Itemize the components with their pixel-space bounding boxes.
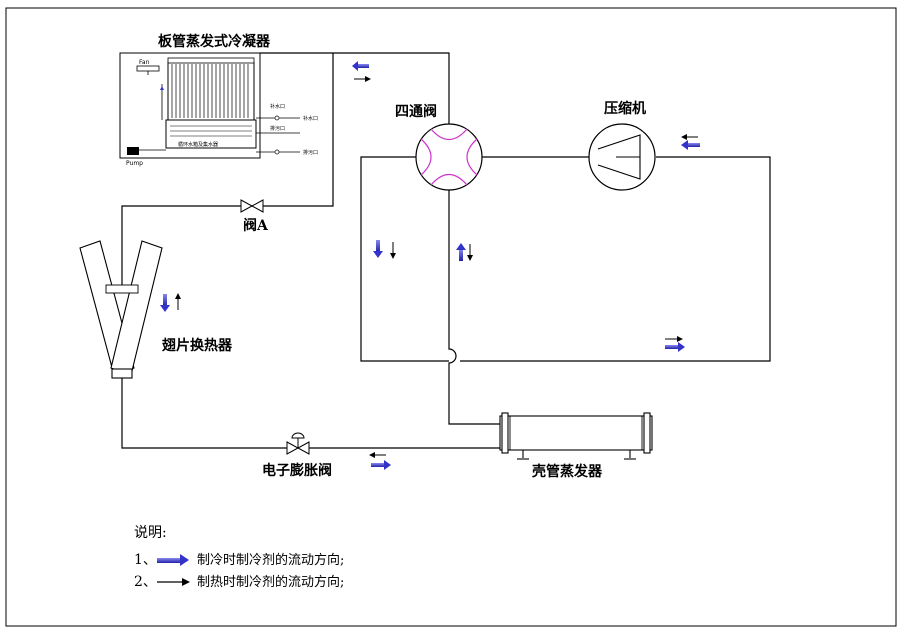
outer-frame [5,7,897,627]
heating-arrow-left [369,452,386,458]
shell-tube-label: 壳管蒸发器 [531,463,603,480]
legend-cooling-arrow-icon [157,554,189,566]
heating-arrow-down [390,242,396,259]
cooling-arrow-left [681,140,700,150]
electronic-expansion-valve [286,432,310,455]
legend-item-2-num: 2、 [134,574,157,590]
flow-arrows [160,61,700,470]
fan-label: Fan [139,59,150,66]
cooling-arrow-up [456,243,466,261]
cooling-arrow-left [352,61,369,71]
condenser-label: 板管蒸发式冷凝器 [158,33,271,50]
fin-exchanger-label: 翅片换热器 [161,337,233,354]
fan-icon [136,65,160,72]
four-way-valve [415,123,483,191]
cooling-arrow-right [665,342,685,352]
valve-a [240,199,264,213]
expansion-valve-label: 电子膨胀阀 [262,462,332,479]
condenser-small-label-4: 排污口 [303,149,318,156]
tank-label: 循环水箱及集水器 [178,141,218,148]
heating-arrow-right [354,76,371,82]
condenser-small-label-1: 补水口 [270,103,285,110]
fin-heat-exchanger [79,240,163,379]
four-way-valve-label: 四通阀 [395,103,437,120]
piping [121,52,771,449]
condenser-small-label-2: 补水口 [303,115,318,122]
cooling-arrow-right [371,460,391,470]
heating-arrow-left [681,134,698,140]
legend-heating-arrow-icon [157,578,190,586]
legend-title: 说明: [134,525,167,541]
pump-icon [127,147,139,155]
compressor [588,123,656,191]
legend: 说明: 1、 制冷时制冷剂的流动方向; 2、 制热时制冷剂的流动方向; [134,525,344,590]
heating-arrow-up [175,293,181,310]
heating-arrow-down [467,244,473,261]
cooling-arrow-down [373,240,383,258]
shell-tube-evaporator [499,412,653,460]
pump-label: Pump [126,160,143,167]
condenser-small-label-3: 排污口 [270,125,285,132]
legend-item-2-text: 制热时制冷剂的流动方向; [197,574,344,590]
valve-a-label: 阀A [243,217,269,234]
compressor-label: 压缩机 [604,100,646,117]
plate-tube-condenser: 循环水箱及集水器 Fan Pump 补水口 补水口 排污口 排污口 [119,52,318,167]
heating-arrow-right [665,336,683,342]
cooling-arrow-down [160,294,170,312]
legend-item-1-num: 1、 [134,552,157,568]
legend-item-1-text: 制冷时制冷剂的流动方向; [197,552,344,568]
